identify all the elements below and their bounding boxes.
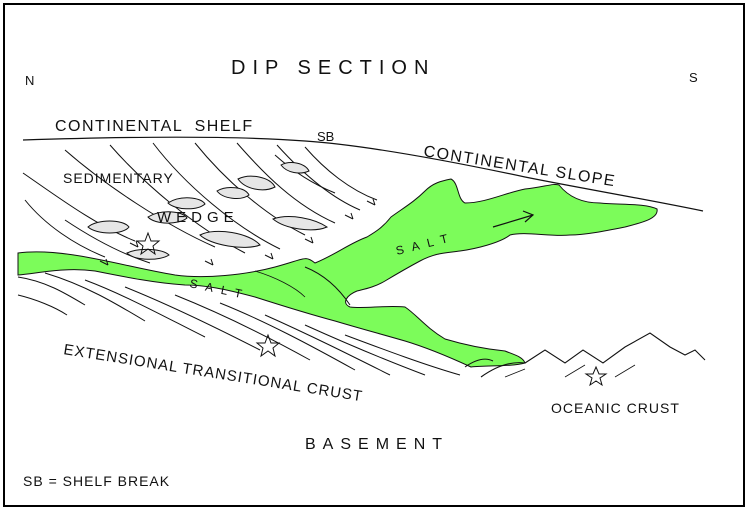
oceanic-crust-profile [480,332,706,378]
arrow-icon [492,210,535,228]
salt-body [17,178,658,368]
dip-section-diagram: DIP SECTION N S CONTINENTAL SHELF SB CON… [17,57,706,489]
basement-fault-blocks [17,272,494,376]
shelf-break-label: SB [317,129,334,144]
diagram-frame: DIP SECTION N S CONTINENTAL SHELF SB CON… [3,3,745,507]
oceanic-crust-label: OCEANIC CRUST [551,400,680,416]
compass-north: N [25,73,34,88]
continental-shelf-label: CONTINENTAL SHELF [55,118,254,135]
strata-arrows [99,198,376,266]
wedge-label: WEDGE [157,209,239,226]
star-icon [135,231,161,256]
sediment-lenses [87,162,329,260]
legend-text: SB = SHELF BREAK [23,473,170,489]
star-icon [255,333,281,358]
diagram-title: DIP SECTION [231,57,435,79]
compass-south: S [689,70,698,85]
basement-label: BASEMENT [305,436,449,453]
shelf-surface-line [22,136,704,212]
sedimentary-label: SEDIMENTARY [63,170,174,186]
star-icon [584,365,608,387]
